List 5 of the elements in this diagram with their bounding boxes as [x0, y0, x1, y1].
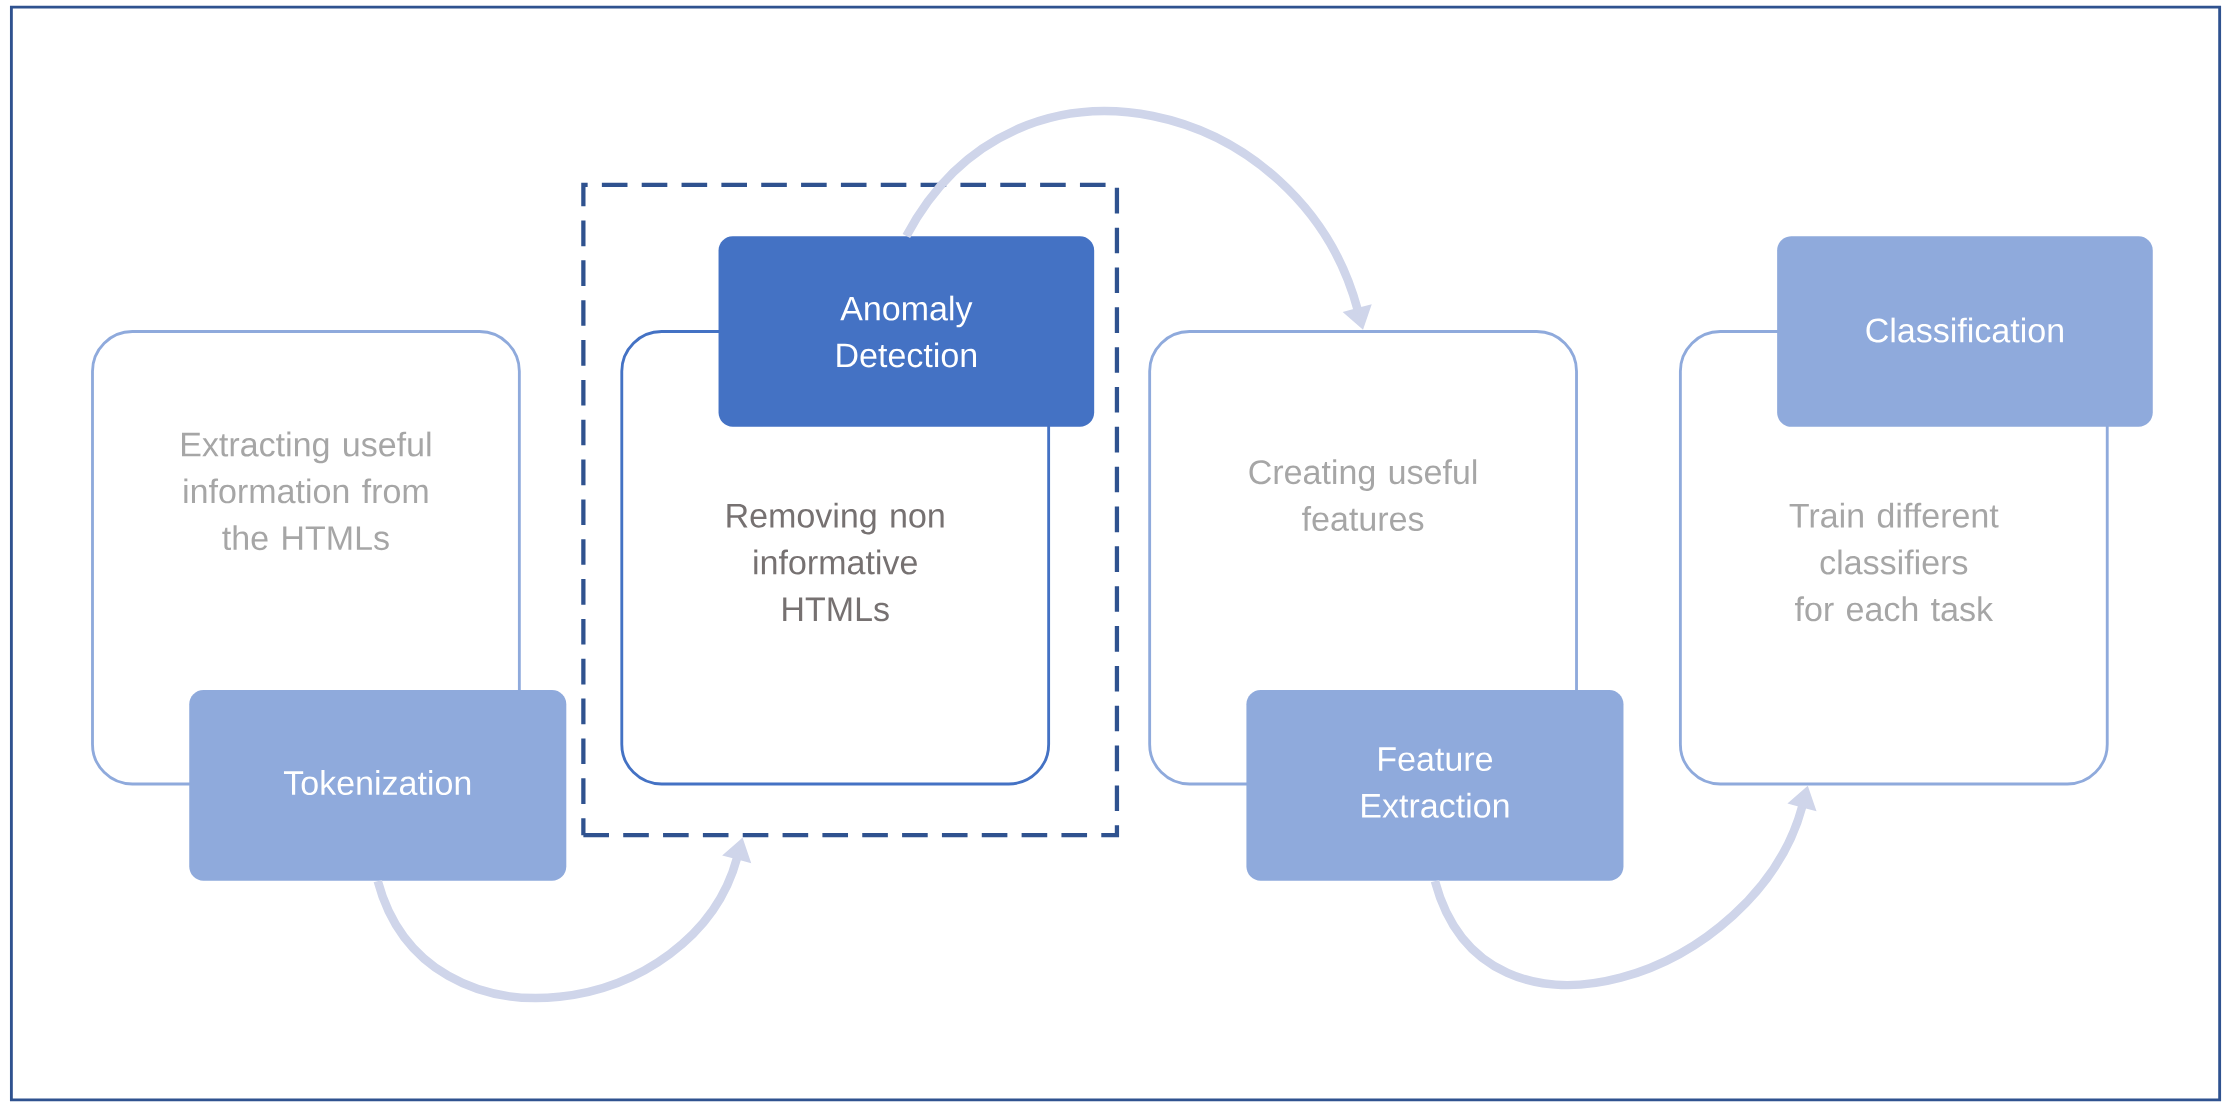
stage-label-box: Classification [1777, 236, 2153, 427]
dashed-frame [581, 183, 1120, 838]
stage-label-box: Feature Extraction [1246, 690, 1624, 881]
stage-label-box: Tokenization [189, 690, 567, 881]
stage-label-box: Anomaly Detection [718, 236, 1095, 427]
